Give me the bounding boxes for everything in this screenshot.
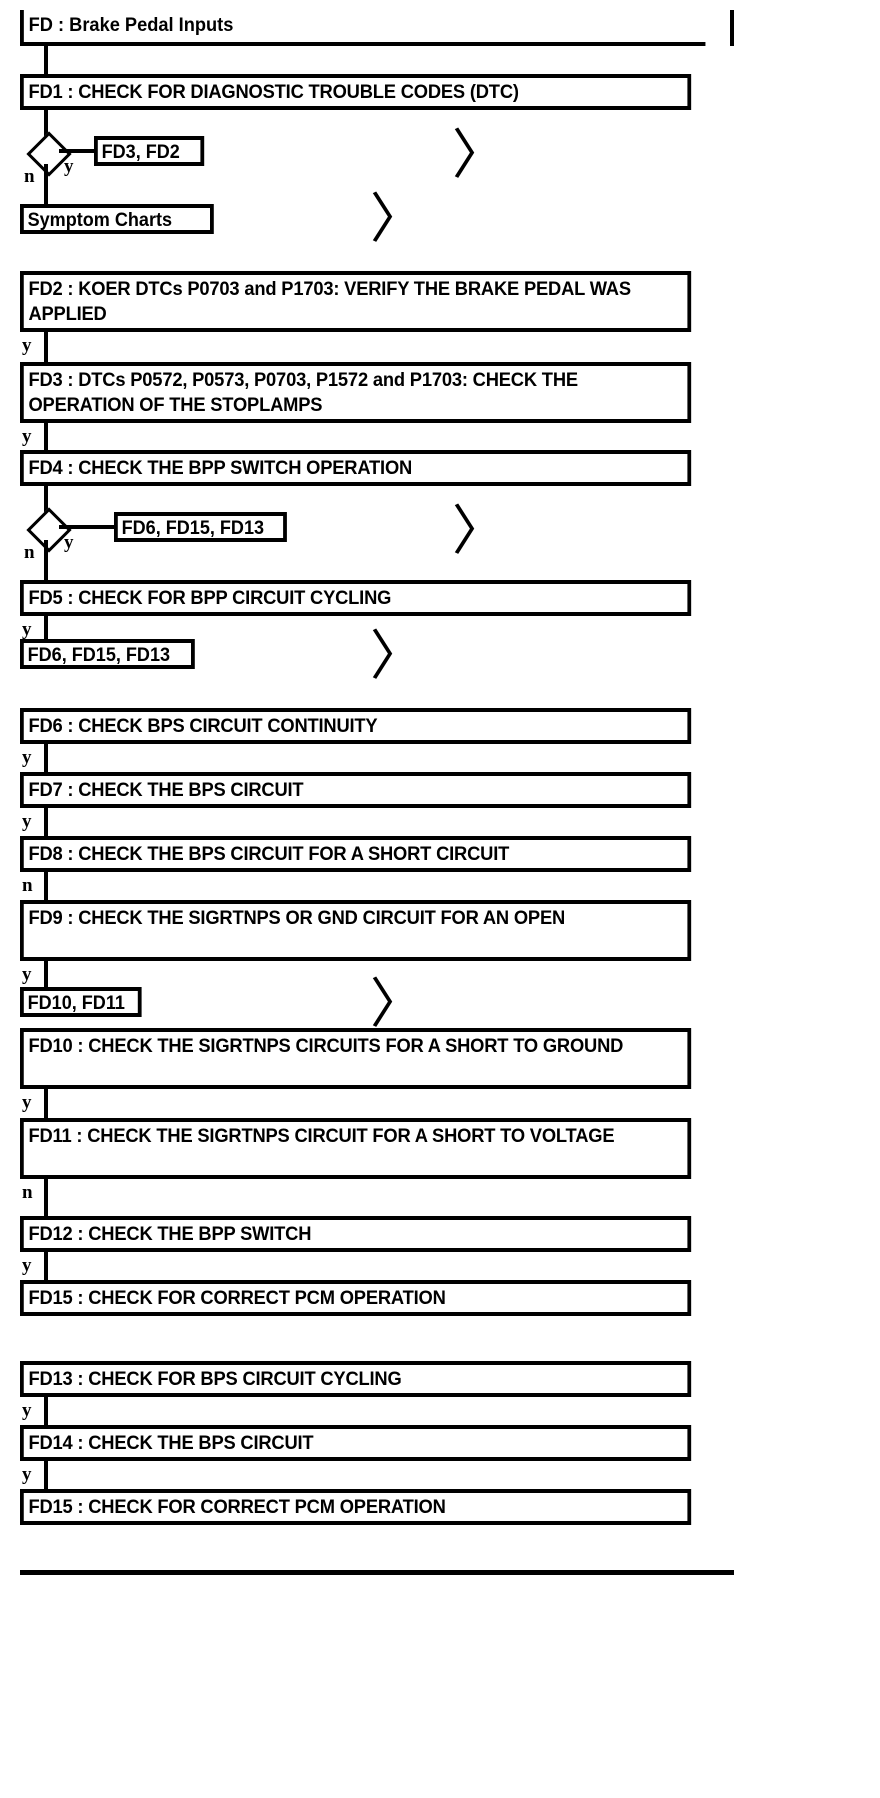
step-box-fd15-a[interactable]: FD15 : CHECK FOR CORRECT PCM OPERATION xyxy=(20,1280,692,1316)
step-box-fd11[interactable]: FD11 : CHECK THE SIGRTNPS CIRCUIT FOR A … xyxy=(20,1118,692,1179)
step-label-fd6: FD6 : CHECK BPS CIRCUIT CONTINUITY xyxy=(28,715,378,737)
step-label-fd7: FD7 : CHECK THE BPS CIRCUIT xyxy=(28,779,304,801)
connector-fd11-to-fd12 xyxy=(44,1179,48,1216)
step-box-fd10[interactable]: FD10 : CHECK THE SIGRTNPS CIRCUITS FOR A… xyxy=(20,1028,692,1089)
step-label-fd12: FD12 : CHECK THE BPP SWITCH xyxy=(28,1223,312,1245)
step-box-fd13[interactable]: FD13 : CHECK FOR BPS CIRCUIT CYCLING xyxy=(20,1361,692,1397)
ref-box-symptom-charts[interactable]: Symptom Charts xyxy=(20,204,214,234)
connector-title-to-fd1 xyxy=(44,46,48,74)
connector-fd10-to-fd11 xyxy=(44,1089,48,1118)
step-box-fd1[interactable]: FD1 : CHECK FOR DIAGNOSTIC TROUBLE CODES… xyxy=(20,74,692,110)
branch-label-fd12-yes: y xyxy=(22,1255,32,1276)
connector-fd5-to-ref xyxy=(44,616,48,639)
jump-chevron-4[interactable]: 〉 xyxy=(370,626,424,686)
ref-box-fd3-fd2[interactable]: FD3, FD2 xyxy=(94,136,205,166)
ref-box-fd6-fd15-fd13-b[interactable]: FD6, FD15, FD13 xyxy=(20,639,195,669)
branch-label-fd7-yes: y xyxy=(22,811,32,832)
connector-decision-1-yes xyxy=(59,149,97,153)
connector-fd7-to-fd8 xyxy=(44,808,48,836)
connector-fd9-to-ref xyxy=(44,961,48,987)
connector-fd1-to-decision-1 xyxy=(44,110,48,138)
connector-fd2-to-fd3 xyxy=(44,332,48,362)
branch-label-decision-2-no: n xyxy=(24,542,35,563)
jump-chevron-1[interactable]: 〉 xyxy=(452,125,506,185)
jump-chevron-3[interactable]: 〉 xyxy=(452,501,506,561)
step-label-fd9: FD9 : CHECK THE SIGRTNPS OR GND CIRCUIT … xyxy=(28,907,566,929)
step-box-fd5[interactable]: FD5 : CHECK FOR BPP CIRCUIT CYCLING xyxy=(20,580,692,616)
branch-label-fd5-yes: y xyxy=(22,619,32,640)
branch-label-fd9-yes: y xyxy=(22,964,32,985)
branch-label-fd13-yes: y xyxy=(22,1400,32,1421)
connector-decision-2-no xyxy=(44,540,48,580)
jump-chevron-5[interactable]: 〉 xyxy=(370,974,424,1034)
step-label-fd15-b: FD15 : CHECK FOR CORRECT PCM OPERATION xyxy=(28,1496,446,1518)
step-box-fd2[interactable]: FD2 : KOER DTCs P0703 and P1703: VERIFY … xyxy=(20,271,692,332)
step-label-fd4: FD4 : CHECK THE BPP SWITCH OPERATION xyxy=(28,457,413,479)
branch-label-fd6-yes: y xyxy=(22,747,32,768)
step-box-fd14[interactable]: FD14 : CHECK THE BPS CIRCUIT xyxy=(20,1425,692,1461)
branch-label-fd10-yes: y xyxy=(22,1092,32,1113)
branch-label-fd2-yes: y xyxy=(22,335,32,356)
branch-label-fd11-no: n xyxy=(22,1182,33,1203)
branch-label-fd14-yes: y xyxy=(22,1464,32,1485)
page-bottom-rule xyxy=(20,1570,734,1575)
step-label-fd8: FD8 : CHECK THE BPS CIRCUIT FOR A SHORT … xyxy=(28,843,510,865)
branch-label-fd3-yes: y xyxy=(22,426,32,447)
ref-box-fd6-fd15-fd13-a[interactable]: FD6, FD15, FD13 xyxy=(114,512,287,542)
ref-label-symptom-charts: Symptom Charts xyxy=(27,210,173,231)
step-box-fd9[interactable]: FD9 : CHECK THE SIGRTNPS OR GND CIRCUIT … xyxy=(20,900,692,961)
ref-label-fd6-fd15-fd13-a: FD6, FD15, FD13 xyxy=(121,518,265,539)
ref-label-fd10-fd11: FD10, FD11 xyxy=(27,993,125,1014)
jump-chevron-2[interactable]: 〉 xyxy=(370,189,424,249)
ref-label-fd6-fd15-fd13-b: FD6, FD15, FD13 xyxy=(27,645,171,666)
step-box-fd15-b[interactable]: FD15 : CHECK FOR CORRECT PCM OPERATION xyxy=(20,1489,692,1525)
connector-decision-2-yes xyxy=(59,525,117,529)
step-label-fd10: FD10 : CHECK THE SIGRTNPS CIRCUITS FOR A… xyxy=(28,1035,624,1057)
step-box-fd6[interactable]: FD6 : CHECK BPS CIRCUIT CONTINUITY xyxy=(20,708,692,744)
connector-fd12-to-fd15a xyxy=(44,1252,48,1280)
connector-fd14-to-fd15b xyxy=(44,1461,48,1489)
step-label-fd1: FD1 : CHECK FOR DIAGNOSTIC TROUBLE CODES… xyxy=(28,81,519,103)
step-box-fd12[interactable]: FD12 : CHECK THE BPP SWITCH xyxy=(20,1216,692,1252)
title-box-right-stub xyxy=(730,10,734,46)
branch-label-decision-2-yes: y xyxy=(64,532,74,553)
step-label-fd13: FD13 : CHECK FOR BPS CIRCUIT CYCLING xyxy=(28,1368,402,1390)
connector-decision-1-no xyxy=(44,164,48,206)
branch-label-decision-1-yes: y xyxy=(64,156,74,177)
ref-label-fd3-fd2: FD3, FD2 xyxy=(101,142,180,163)
step-label-fd3: FD3 : DTCs P0572, P0573, P0703, P1572 an… xyxy=(28,369,578,416)
diagram-title-box: FD : Brake Pedal Inputs xyxy=(20,10,706,46)
connector-fd8-to-fd9 xyxy=(44,872,48,900)
page-title: FD : Brake Pedal Inputs xyxy=(28,15,234,36)
step-box-fd4[interactable]: FD4 : CHECK THE BPP SWITCH OPERATION xyxy=(20,450,692,486)
step-box-fd8[interactable]: FD8 : CHECK THE BPS CIRCUIT FOR A SHORT … xyxy=(20,836,692,872)
step-box-fd3[interactable]: FD3 : DTCs P0572, P0573, P0703, P1572 an… xyxy=(20,362,692,423)
step-label-fd11: FD11 : CHECK THE SIGRTNPS CIRCUIT FOR A … xyxy=(28,1125,615,1147)
step-label-fd2: FD2 : KOER DTCs P0703 and P1703: VERIFY … xyxy=(28,278,631,325)
connector-fd4-to-decision-2 xyxy=(44,486,48,514)
connector-fd13-to-fd14 xyxy=(44,1397,48,1425)
step-label-fd14: FD14 : CHECK THE BPS CIRCUIT xyxy=(28,1432,314,1454)
step-label-fd5: FD5 : CHECK FOR BPP CIRCUIT CYCLING xyxy=(28,587,392,609)
step-label-fd15-a: FD15 : CHECK FOR CORRECT PCM OPERATION xyxy=(28,1287,446,1309)
connector-fd3-to-fd4 xyxy=(44,423,48,450)
step-box-fd7[interactable]: FD7 : CHECK THE BPS CIRCUIT xyxy=(20,772,692,808)
branch-label-fd8-no: n xyxy=(22,875,33,896)
ref-box-fd10-fd11[interactable]: FD10, FD11 xyxy=(20,987,142,1017)
branch-label-decision-1-no: n xyxy=(24,166,35,187)
connector-fd6-to-fd7 xyxy=(44,744,48,772)
